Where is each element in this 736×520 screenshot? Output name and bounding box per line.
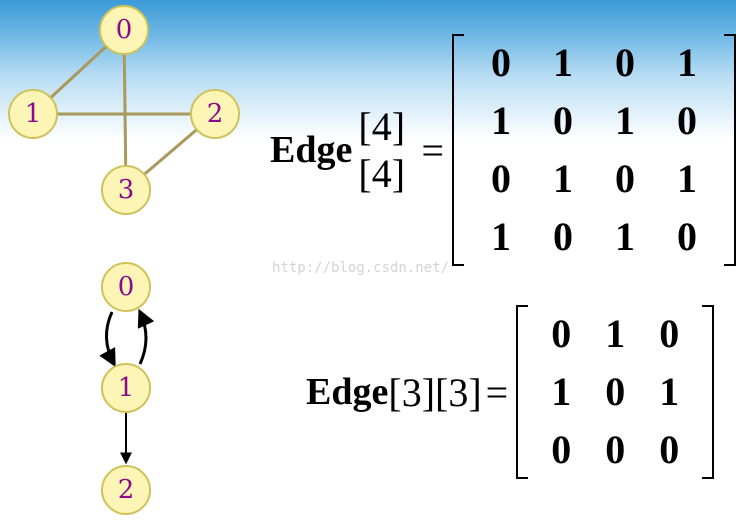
svg-text:0: 0 <box>116 15 133 45</box>
undirected-graph-node-0: 0 <box>99 5 149 55</box>
matrix-cell: 1 <box>677 156 697 201</box>
matrix-cell: 0 <box>659 311 680 356</box>
matrix-cell: 1 <box>677 40 697 85</box>
svg-text:2: 2 <box>118 475 135 505</box>
svg-text:1: 1 <box>118 373 135 403</box>
matrix-cell: 0 <box>553 98 573 143</box>
matrix-dimensions: [4][4] <box>358 104 406 196</box>
matrix-cell: 1 <box>553 156 573 201</box>
arc-0-to-1 <box>99 311 116 368</box>
matrix-cell: 1 <box>605 311 626 356</box>
matrix-cell: 1 <box>553 40 573 85</box>
watermark: http://blog.csdn.net/ <box>272 260 450 276</box>
matrix-cell: 1 <box>659 369 680 414</box>
matrix-cell: 0 <box>553 214 573 259</box>
matrix-cell: 0 <box>551 311 572 356</box>
directed-graph-node-0: 0 <box>101 262 151 312</box>
svg-text:3: 3 <box>118 175 135 205</box>
matrix-dimensions: [3][3] <box>388 369 482 415</box>
matrix-cell: 0 <box>615 40 635 85</box>
undirected-graph-node-3: 3 <box>101 165 151 215</box>
directed-graph-node-1: 1 <box>101 363 151 413</box>
matrix-cell: 0 <box>491 40 511 85</box>
svg-text:0: 0 <box>118 272 135 302</box>
matrix-cell: 0 <box>677 214 697 259</box>
arc-1-to-0 <box>137 308 155 365</box>
matrix-label: Edge <box>270 129 353 171</box>
edge-0-3 <box>122 29 128 191</box>
matrix-cell: 1 <box>551 369 572 414</box>
svg-text:2: 2 <box>207 99 224 129</box>
matrix-cell: 0 <box>615 156 635 201</box>
matrix-cell: 0 <box>677 98 697 143</box>
matrix-cell: 0 <box>491 156 511 201</box>
svg-text:1: 1 <box>25 99 42 129</box>
matrix-label: Edge <box>306 371 389 413</box>
directed-graph-node-2: 2 <box>101 465 151 515</box>
matrix-cell: 0 <box>551 427 572 472</box>
equals-sign: = <box>485 369 509 415</box>
matrix-cell: 1 <box>491 98 511 143</box>
undirected-graph-node-2: 2 <box>190 89 240 139</box>
matrix-cell: 0 <box>605 427 626 472</box>
matrix-cell: 0 <box>605 369 626 414</box>
matrix-cell: 0 <box>659 427 680 472</box>
directed-graph-edges <box>99 308 155 465</box>
matrix-cell: 1 <box>491 214 511 259</box>
equals-sign: = <box>421 127 444 173</box>
matrix-cell: 1 <box>615 214 635 259</box>
undirected-graph-node-1: 1 <box>8 89 58 139</box>
matrix-cell: 1 <box>615 98 635 143</box>
